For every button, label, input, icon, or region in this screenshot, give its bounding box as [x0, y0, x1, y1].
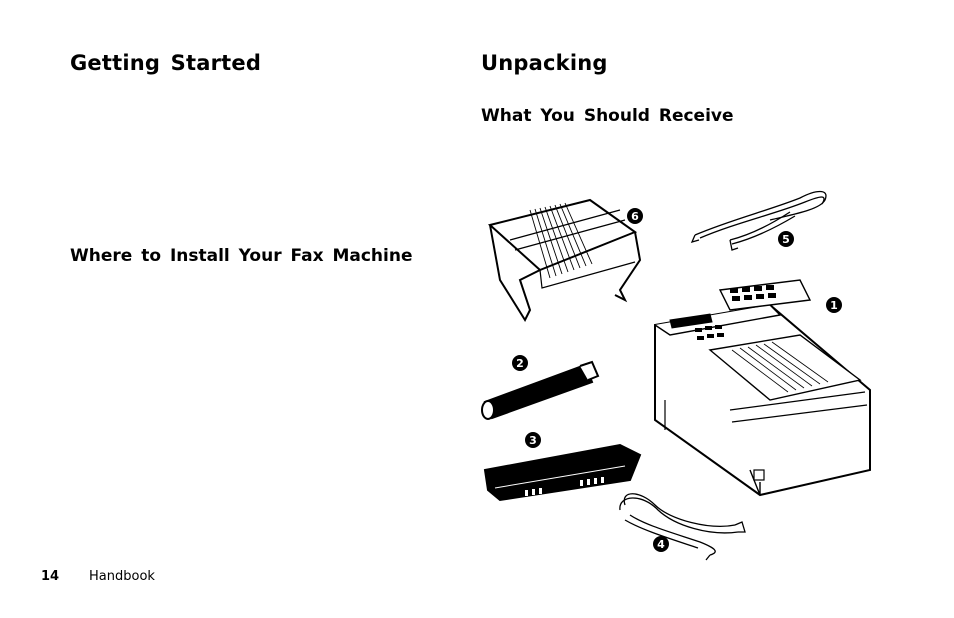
svg-text:6: 6: [631, 210, 639, 223]
paper-tray-drawing: [487, 198, 642, 323]
fax-machine-drawing: [654, 279, 871, 497]
callout-3: 3: [525, 432, 541, 448]
section-title-getting-started: Getting Started: [70, 51, 262, 75]
subheading-where-to-install: Where to Install Your Fax Machine: [70, 246, 413, 266]
callout-2: 2: [512, 355, 528, 371]
svg-text:3: 3: [529, 434, 537, 447]
telephone-cord-drawing: [690, 190, 827, 251]
svg-text:1: 1: [830, 299, 838, 312]
callout-5: 5: [778, 231, 794, 247]
page-number: 14: [41, 569, 60, 584]
callout-6: 6: [627, 208, 643, 224]
callout-1: 1: [826, 297, 842, 313]
power-cord-drawing: [619, 493, 746, 561]
section-title-unpacking: Unpacking: [481, 51, 608, 75]
drum-cartridge-drawing: [483, 443, 642, 502]
callout-4: 4: [653, 536, 669, 552]
subheading-what-you-should-receive: What You Should Receive: [481, 106, 734, 126]
svg-text:2: 2: [516, 357, 524, 370]
footer-label: Handbook: [89, 569, 155, 584]
svg-text:4: 4: [657, 538, 665, 551]
svg-text:5: 5: [782, 233, 790, 246]
toner-cartridge-drawing: [481, 360, 600, 420]
unpacking-illustration: 6 5: [481, 190, 871, 561]
